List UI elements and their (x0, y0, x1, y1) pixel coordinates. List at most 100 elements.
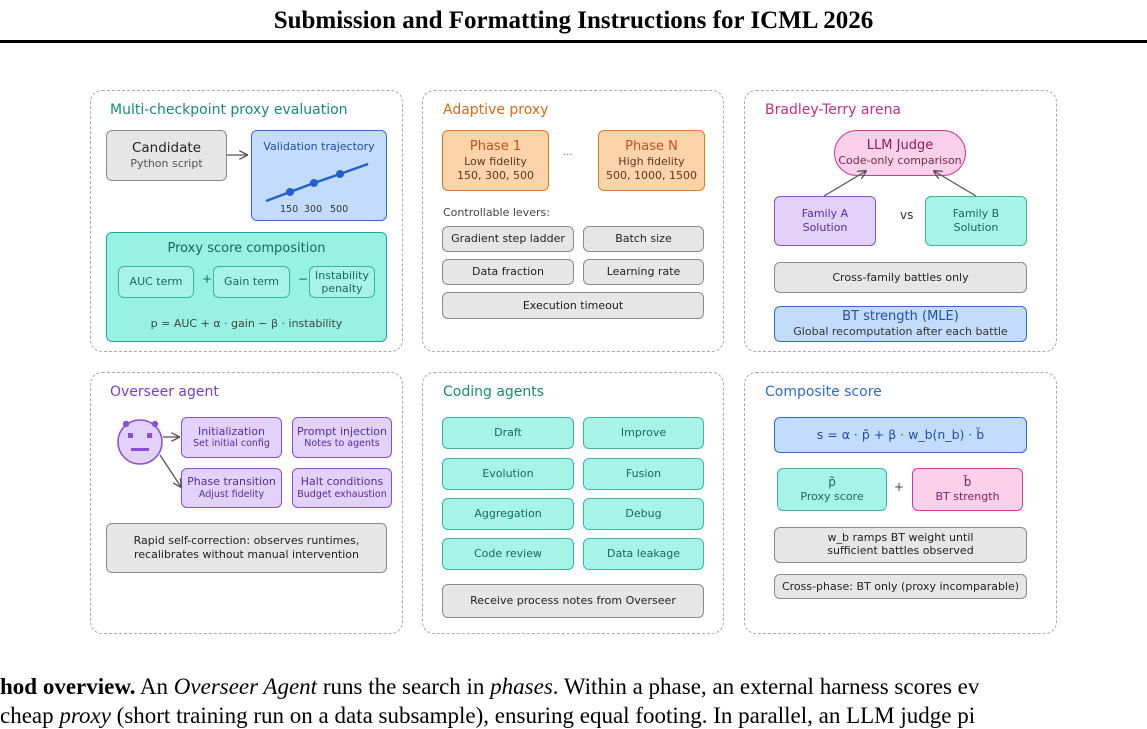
battles-label: Cross-family battles only (832, 270, 969, 284)
bt-title: BT strength (MLE) (842, 309, 959, 324)
page-title: Submission and Formatting Instructions f… (273, 7, 874, 34)
candidate-sub: Python script (130, 157, 203, 171)
auc-term-box: AUC term (118, 266, 194, 298)
agent-label: Fusion (625, 467, 662, 481)
cross-phase-box: Cross-phase: BT only (proxy incomparable… (774, 574, 1027, 599)
self-correction-box: Rapid self-correction: observes runtimes… (106, 523, 387, 573)
agent-label: Data leakage (607, 547, 680, 561)
gain-term-box: Gain term (213, 266, 290, 298)
figure-caption-line2: cheap proxy (short training run on a dat… (0, 703, 975, 729)
prompt-sub: Notes to agents (304, 438, 380, 450)
bt-symbol: b̃ (963, 475, 972, 490)
lever-gradient-step: Gradient step ladder (442, 226, 574, 252)
caption-italic: Overseer Agent (173, 674, 318, 699)
panel-multi-checkpoint (90, 90, 403, 352)
candidate-title: Candidate (131, 140, 202, 157)
lever-label: Execution timeout (522, 298, 624, 312)
caption-text: . Within a phase, an external harness sc… (552, 674, 980, 699)
agent-debug: Debug (583, 498, 704, 530)
caption-text: An (135, 674, 174, 699)
family-b-title: Family B (952, 207, 1000, 221)
lever-data-fraction: Data fraction (442, 259, 574, 285)
caption-bold: hod overview. (0, 674, 136, 699)
agent-draft: Draft (442, 417, 574, 449)
judge-sub: Code-only comparison (838, 154, 962, 168)
halt-sub: Budget exhaustion (297, 488, 387, 500)
composite-formula: s = α · p̃ + β · w_b(n_b) · b̃ (816, 427, 985, 443)
proxy-symbol: p̃ (828, 475, 836, 490)
phase-title: Phase transition (187, 475, 276, 489)
lever-label: Learning rate (606, 265, 681, 279)
init-sub: Set initial config (193, 438, 270, 450)
caption-text: cheap (0, 703, 60, 728)
panel-coding-agents (422, 372, 724, 634)
agent-label: Debug (625, 507, 662, 521)
panel-title: Bradley-Terry arena (765, 102, 902, 118)
phase-sub: Adjust fidelity (198, 488, 265, 500)
caption-text: (short training run on a data subsample)… (110, 703, 976, 728)
panel-overseer (90, 372, 403, 634)
llm-judge-box: LLM Judge Code-only comparison (834, 130, 966, 176)
proxy-label: Proxy score (800, 490, 864, 504)
levers-label: Controllable levers: (443, 206, 550, 219)
agent-label: Code review (473, 547, 543, 561)
family-a-title: Family A (801, 207, 849, 221)
auc-label: AUC term (129, 275, 183, 289)
proxy-score-chip: p̃ Proxy score (777, 468, 887, 511)
initialization-box: Initialization Set initial config (181, 417, 282, 458)
notes-label: Receive process notes from Overseer (470, 594, 676, 608)
family-b-box: Family B Solution (925, 196, 1027, 246)
tick-label: 150 (280, 204, 299, 215)
halt-conditions-box: Halt conditions Budget exhaustion (292, 468, 392, 508)
agent-label: Draft (494, 426, 522, 440)
prompt-title: Prompt injection (297, 424, 387, 438)
cross-label: Cross-phase: BT only (proxy incomparable… (781, 579, 1020, 593)
ellipsis: ··· (563, 150, 573, 161)
note-line2: recalibrates without manual intervention (134, 548, 359, 561)
judge-title: LLM Judge (866, 138, 934, 153)
bt-strength-chip: b̃ BT strength (912, 468, 1023, 511)
ramp-box: w_b ramps BT weight until sufficient bat… (774, 527, 1027, 563)
plus-sign: + (202, 272, 213, 286)
panel-title: Adaptive proxy (443, 102, 549, 118)
phase1-box: Phase 1 Low fidelity 150, 300, 500 (442, 130, 549, 191)
bt-sub: Global recomputation after each battle (793, 325, 1008, 339)
minus-sign: − (298, 272, 309, 286)
caption-text: runs the search in (317, 674, 491, 699)
trajectory-title: Validation trajectory (263, 140, 375, 153)
family-a-box: Family A Solution (774, 196, 876, 246)
phaseN-line2: 500, 1000, 1500 (606, 168, 697, 182)
agent-code-review: Code review (442, 538, 574, 570)
family-b-sub: Solution (953, 221, 999, 234)
panel-adaptive-proxy (422, 90, 724, 352)
panel-title: Multi-checkpoint proxy evaluation (110, 102, 348, 118)
lever-execution-timeout: Execution timeout (442, 292, 704, 319)
phaseN-box: Phase N High fidelity 500, 1000, 1500 (598, 130, 705, 191)
bt-strength-box: BT strength (MLE) Global recomputation a… (774, 306, 1027, 342)
lever-label: Data fraction (471, 265, 544, 279)
agent-label: Aggregation (474, 507, 542, 521)
lever-learning-rate: Learning rate (583, 259, 704, 285)
family-a-sub: Solution (802, 221, 848, 234)
prompt-injection-box: Prompt injection Notes to agents (292, 417, 392, 458)
page-header: Submission and Formatting Instructions f… (0, 0, 1147, 43)
ramp-line1: w_b ramps BT weight until (827, 531, 974, 545)
process-notes-box: Receive process notes from Overseer (442, 584, 704, 618)
candidate-box: Candidate Python script (106, 130, 227, 181)
tick-label: 500 (330, 204, 349, 215)
tick-label: 300 (304, 204, 323, 215)
halt-title: Halt conditions (300, 475, 384, 489)
ramp-line2: sufficient battles observed (827, 544, 974, 557)
composite-formula-box: s = α · p̃ + β · w_b(n_b) · b̃ (774, 417, 1027, 453)
phaseN-title: Phase N (625, 138, 678, 154)
init-title: Initialization (197, 424, 266, 438)
proxy-title: Proxy score composition (167, 241, 326, 256)
instability-line2: penalty (321, 282, 363, 295)
instability-box: Instability penalty (309, 266, 375, 298)
agent-evolution: Evolution (442, 458, 574, 490)
note-line1: Rapid self-correction: observes runtimes… (133, 534, 360, 548)
panel-bradley-terry (744, 90, 1057, 352)
panel-title: Composite score (765, 384, 882, 400)
figure-caption-line1: hod overview. An Overseer Agent runs the… (0, 674, 979, 700)
phaseN-line1: High fidelity (618, 154, 685, 168)
